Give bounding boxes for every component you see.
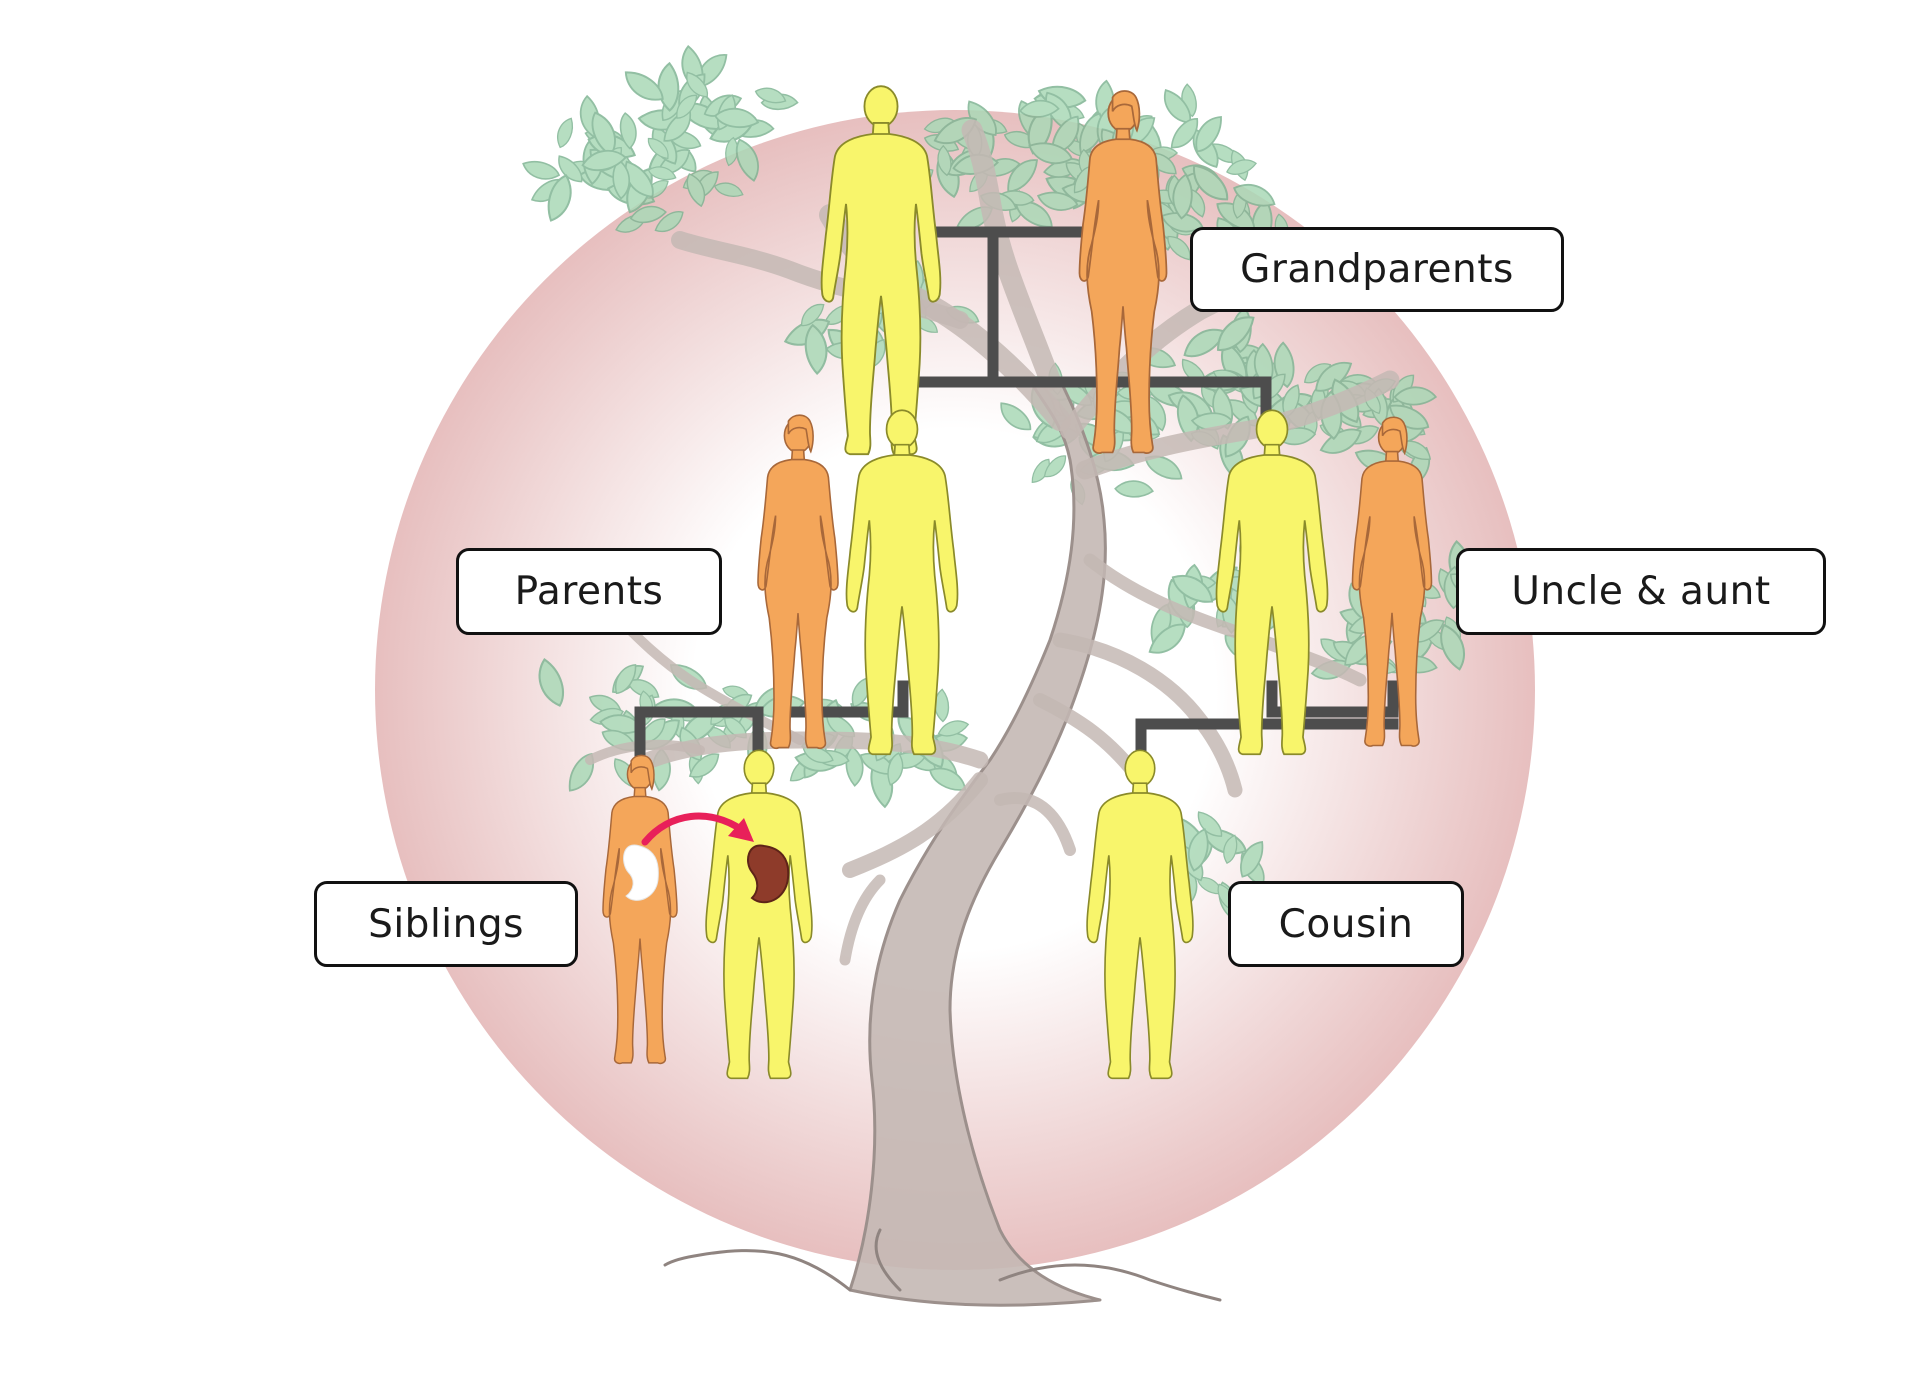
tree-branch bbox=[842, 772, 988, 878]
tree-branch bbox=[961, 119, 1061, 391]
label-grandparents: Grandparents bbox=[1190, 227, 1564, 312]
tree-branch bbox=[615, 615, 805, 745]
tree-branch bbox=[1075, 370, 1400, 480]
arrow-head-icon bbox=[728, 818, 754, 842]
label-parents: Parents bbox=[456, 548, 722, 635]
tree-root bbox=[663, 1249, 852, 1292]
tree-branch bbox=[839, 874, 886, 966]
tree-root bbox=[874, 1228, 902, 1292]
connector-line bbox=[634, 706, 764, 768]
tree-branch bbox=[994, 792, 1076, 856]
connector-line bbox=[1266, 680, 1399, 718]
leaf bbox=[550, 115, 581, 150]
tree-branch bbox=[1052, 632, 1243, 798]
donor-kidney-icon bbox=[623, 844, 659, 901]
label-siblings: Siblings bbox=[314, 881, 578, 967]
kidney-transplant bbox=[623, 812, 790, 904]
recipient-kidney-icon bbox=[747, 844, 790, 904]
label-uncle-aunt: Uncle & aunt bbox=[1456, 548, 1826, 635]
tree-root bbox=[998, 1263, 1222, 1302]
transplant-arrow-icon bbox=[641, 812, 746, 846]
label-cousin: Cousin bbox=[1228, 881, 1464, 967]
tree-trunk bbox=[848, 378, 1107, 1307]
